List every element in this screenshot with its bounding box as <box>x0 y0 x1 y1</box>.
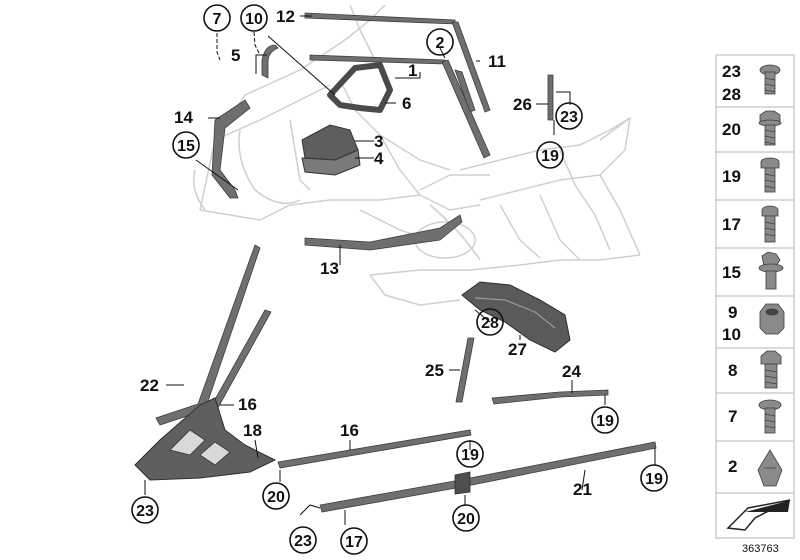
callout-2: 2 <box>436 35 445 52</box>
body-parts-lower <box>134 244 657 513</box>
callout-25: 25 <box>425 361 444 380</box>
callout-7: 7 <box>213 11 222 28</box>
hex-bolt-washer-icon <box>758 251 784 290</box>
legend-label-17: 17 <box>722 215 741 234</box>
callout-23-left: 23 <box>136 503 154 520</box>
arrow-icon <box>726 499 791 531</box>
diagram-reference-number: 363763 <box>742 543 779 555</box>
legend-label-10: 10 <box>722 325 741 344</box>
callout-10: 10 <box>245 11 263 28</box>
callout-16-mid: 16 <box>340 421 359 440</box>
strut-brace-1b <box>441 59 491 159</box>
torx-screw-icon <box>760 157 780 193</box>
callout-4: 4 <box>374 149 384 168</box>
callout-14: 14 <box>174 108 193 127</box>
callout-22: 22 <box>140 376 159 395</box>
callout-27: 27 <box>508 340 527 359</box>
strut-brace-12 <box>304 12 456 25</box>
callout-1: 1 <box>408 61 417 80</box>
brace-part-22 <box>155 244 261 426</box>
callout-19-right: 19 <box>596 413 614 430</box>
callout-20-mid: 20 <box>457 511 475 528</box>
legend-label-7: 7 <box>728 407 737 426</box>
brace-part-24 <box>491 389 609 405</box>
callout-labels: 12 11 1 5 6 3 4 14 13 26 22 16 18 16 25 … <box>140 7 592 499</box>
legend-label-2: 2 <box>728 457 737 476</box>
hex-bolt-icon <box>760 350 782 389</box>
legend-label-15: 15 <box>722 263 741 282</box>
callout-15: 15 <box>177 138 195 155</box>
circled-callout-text: 7 10 2 15 19 23 28 19 19 19 20 20 23 17 … <box>136 11 663 551</box>
frame-part-6 <box>327 62 393 113</box>
legend-label-23: 23 <box>722 62 741 81</box>
clip-nut-icon <box>757 449 783 487</box>
callout-28: 28 <box>481 315 499 332</box>
hex-nut-icon <box>759 303 785 335</box>
body-parts-upper <box>211 12 571 353</box>
torx-screw-flange-icon-7 <box>758 399 782 434</box>
callout-13: 13 <box>320 259 339 278</box>
circled-callouts <box>131 4 668 555</box>
bracket-part-14 <box>211 99 251 199</box>
callout-16-left: 16 <box>238 395 257 414</box>
callout-21: 21 <box>573 480 592 499</box>
callout-20-left: 20 <box>267 489 285 506</box>
plate-part-18 <box>134 397 277 481</box>
brace-part-16-mid <box>277 429 472 469</box>
stud-part-26 <box>547 74 554 121</box>
bracket-part-25 <box>455 337 475 403</box>
callout-5: 5 <box>231 46 240 65</box>
callout-24: 24 <box>562 362 581 381</box>
callout-19-far: 19 <box>645 471 663 488</box>
legend-label-28: 28 <box>722 85 741 104</box>
callout-23-top: 23 <box>560 109 578 126</box>
callout-23-bottom: 23 <box>294 533 312 550</box>
callout-3: 3 <box>374 132 383 151</box>
callout-6: 6 <box>402 94 411 113</box>
callout-17: 17 <box>345 534 363 551</box>
bracket-part-5 <box>261 44 279 79</box>
legend-label-20: 20 <box>722 120 741 139</box>
car-body-outline <box>193 4 641 306</box>
legend-label-19: 19 <box>722 167 741 186</box>
callout-26: 26 <box>513 95 532 114</box>
callout-18: 18 <box>243 421 262 440</box>
callout-19-mid: 19 <box>461 447 479 464</box>
hex-bolt-collar-icon <box>758 110 782 146</box>
callout-11: 11 <box>488 52 506 71</box>
torx-screw-flange-icon <box>759 64 781 95</box>
leader-lines <box>144 15 656 525</box>
strut-brace-11 <box>451 21 491 113</box>
legend-label-8: 8 <box>728 361 737 380</box>
brace-part-13 <box>304 214 463 251</box>
callout-12: 12 <box>276 7 295 26</box>
legend-label-9: 9 <box>728 303 737 322</box>
console-part-4 <box>301 149 361 176</box>
fastener-legend: 23 28 20 19 17 15 9 10 8 7 2 <box>715 54 795 539</box>
callout-19-top: 19 <box>541 148 559 165</box>
torx-screw-long-icon <box>761 205 779 243</box>
